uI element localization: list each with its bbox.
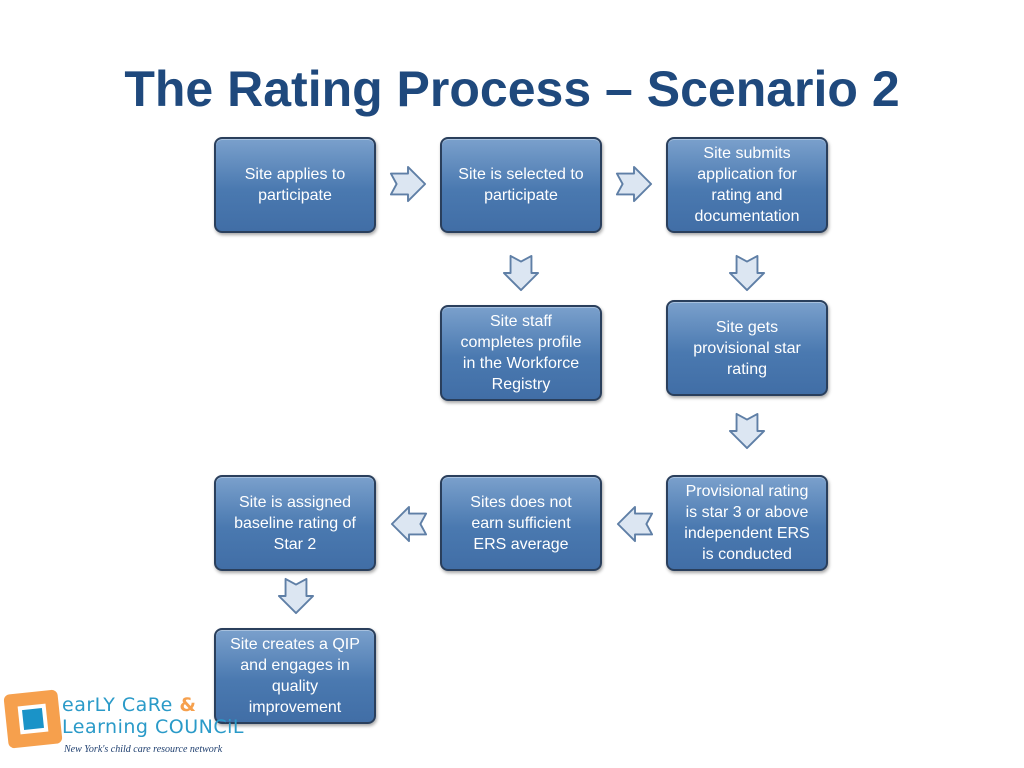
step-text-line: participate [258,187,332,204]
logo-ampersand: & [179,694,197,716]
step-text-line: is star 3 or above [685,504,809,521]
step-text-line: Site submits [703,145,791,162]
arrow-left-icon [390,505,428,543]
arrow-down-icon [277,577,315,615]
step-text-line: baseline rating of [234,514,356,532]
step-text-line: completes profile [460,334,582,351]
step-text-line: Registry [491,376,551,393]
step-text-line: Sites does not [470,493,572,511]
step-site-applies: Site applies to participate [214,137,376,233]
step-text-line: application for [697,166,797,183]
logo-text-line2: Learning COUNCiL [62,716,244,738]
step-text-line: Site staff [490,313,552,330]
arrow-right-icon [615,165,653,203]
step-not-earn-sufficient: Sites does not earn sufficient ERS avera… [440,475,602,571]
step-text-line: Site is assigned [238,493,352,511]
step-staff-profile: Site staff completes profile in the Work… [440,305,602,401]
logo-text-line1: earLY CaRe [62,694,173,716]
step-text-line: Site applies to [244,166,346,183]
step-text-line: participate [484,187,558,204]
council-logo: earLY CaRe & Learning COUNCiL New York's… [3,689,246,762]
step-text-line: ERS average [473,535,569,553]
step-text-line: earn sufficient [471,514,571,532]
step-text-line: provisional star [693,339,801,357]
logo-tagline: New York's child care resource network [64,744,223,755]
step-text-line: rating and [711,187,783,204]
step-text-line: Site gets [715,318,779,336]
arrow-right-icon [389,165,427,203]
step-text-line: Site is selected to [458,166,584,183]
step-text-line: documentation [694,208,800,225]
step-star3-ers: Provisional rating is star 3 or above in… [666,475,828,571]
arrow-down-icon [728,412,766,450]
step-site-selected: Site is selected to participate [440,137,602,233]
step-qip: Site creates a QIP and engages in qualit… [214,628,376,724]
arrow-left-icon [616,505,654,543]
step-text-line: and engages in [240,657,350,674]
slide-title: The Rating Process – Scenario 2 [124,61,900,117]
step-text-line: Provisional rating [685,483,809,500]
step-text-line: quality [271,678,319,695]
step-text-line: independent ERS [684,525,810,542]
step-text-line: Star 2 [273,535,317,553]
step-text-line: in the Workforce [462,355,580,372]
arrow-down-icon [728,254,766,292]
arrow-down-icon [502,254,540,292]
step-provisional-rating: Site gets provisional star rating [666,300,828,396]
step-text-line: rating [726,360,767,378]
step-text-line: Site creates a QIP [230,636,360,653]
step-text-line: improvement [248,699,342,716]
step-baseline-rating: Site is assigned baseline rating of Star… [214,475,376,571]
step-site-submits: Site submits application for rating and … [666,137,828,233]
step-text-line: is conducted [702,546,792,563]
logo-mark-icon [3,689,63,749]
